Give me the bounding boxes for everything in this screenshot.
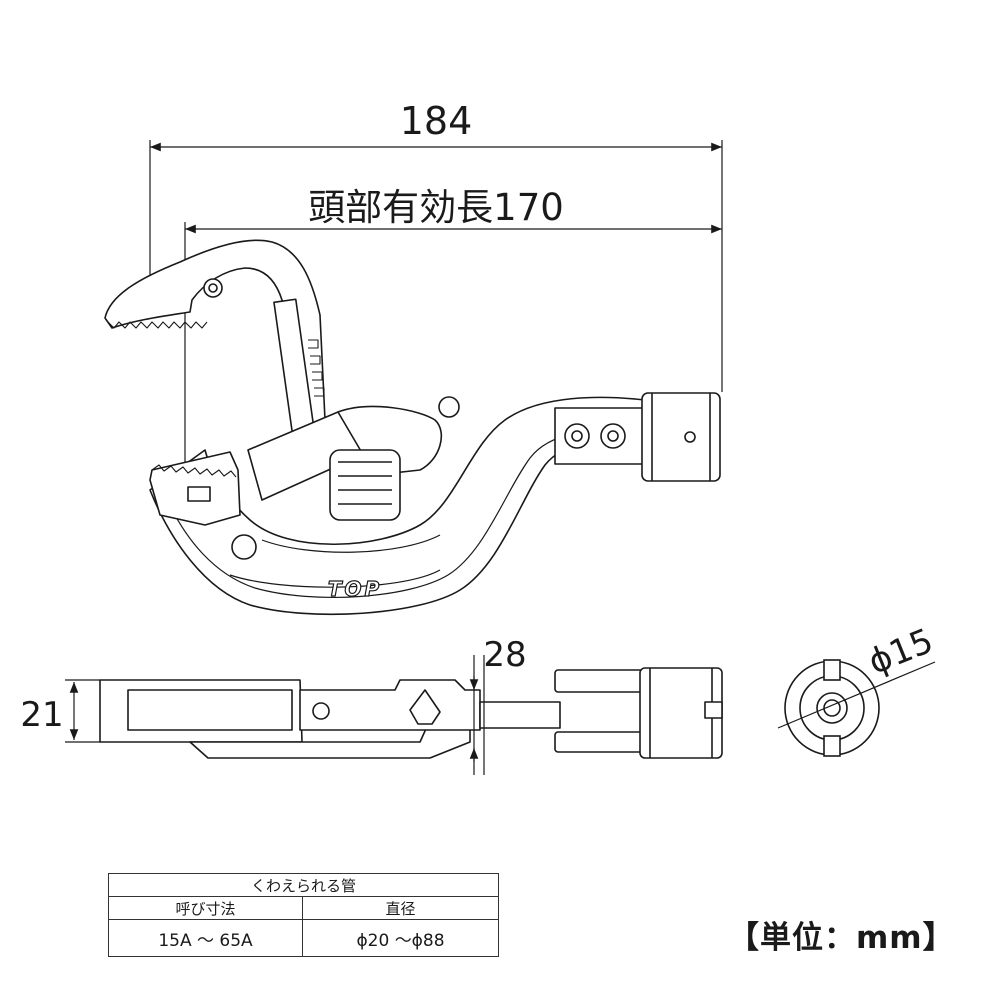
spec-cell-nominal: 15A ～ 65A bbox=[108, 919, 303, 957]
head-effective-length-label: 頭部有効長170 bbox=[308, 186, 564, 229]
spec-table-header: くわえられる管 bbox=[108, 873, 499, 897]
tool-side-view bbox=[99, 667, 723, 759]
tool-hook-jaw bbox=[104, 239, 326, 429]
spec-table: くわえられる管 呼び寸法 直径 15A ～ 65A ϕ20 ～ϕ88 bbox=[108, 873, 499, 957]
end-diameter-label: ϕ15 bbox=[863, 621, 939, 683]
brand-logo: TOP bbox=[328, 577, 382, 601]
overall-length-label: 184 bbox=[400, 99, 473, 143]
body-hole-icon bbox=[231, 534, 257, 560]
tool-end-cap bbox=[641, 392, 721, 482]
dimension-side-height bbox=[65, 679, 100, 743]
knurled-wheel-icon bbox=[329, 449, 401, 521]
tool-front-view bbox=[104, 239, 721, 616]
side-height-label: 21 bbox=[20, 695, 63, 735]
dimension-side-width bbox=[469, 655, 485, 775]
spec-column-diameter: 直径 bbox=[302, 896, 499, 920]
side-width-label: 28 bbox=[483, 635, 526, 675]
unit-note: 【単位：mm】 bbox=[728, 920, 955, 956]
adjuster-pin-icon bbox=[438, 396, 460, 418]
spec-column-nominal: 呼び寸法 bbox=[108, 896, 303, 920]
spec-cell-diameter: ϕ20 ～ϕ88 bbox=[302, 919, 499, 957]
tool-end-view bbox=[777, 659, 936, 757]
